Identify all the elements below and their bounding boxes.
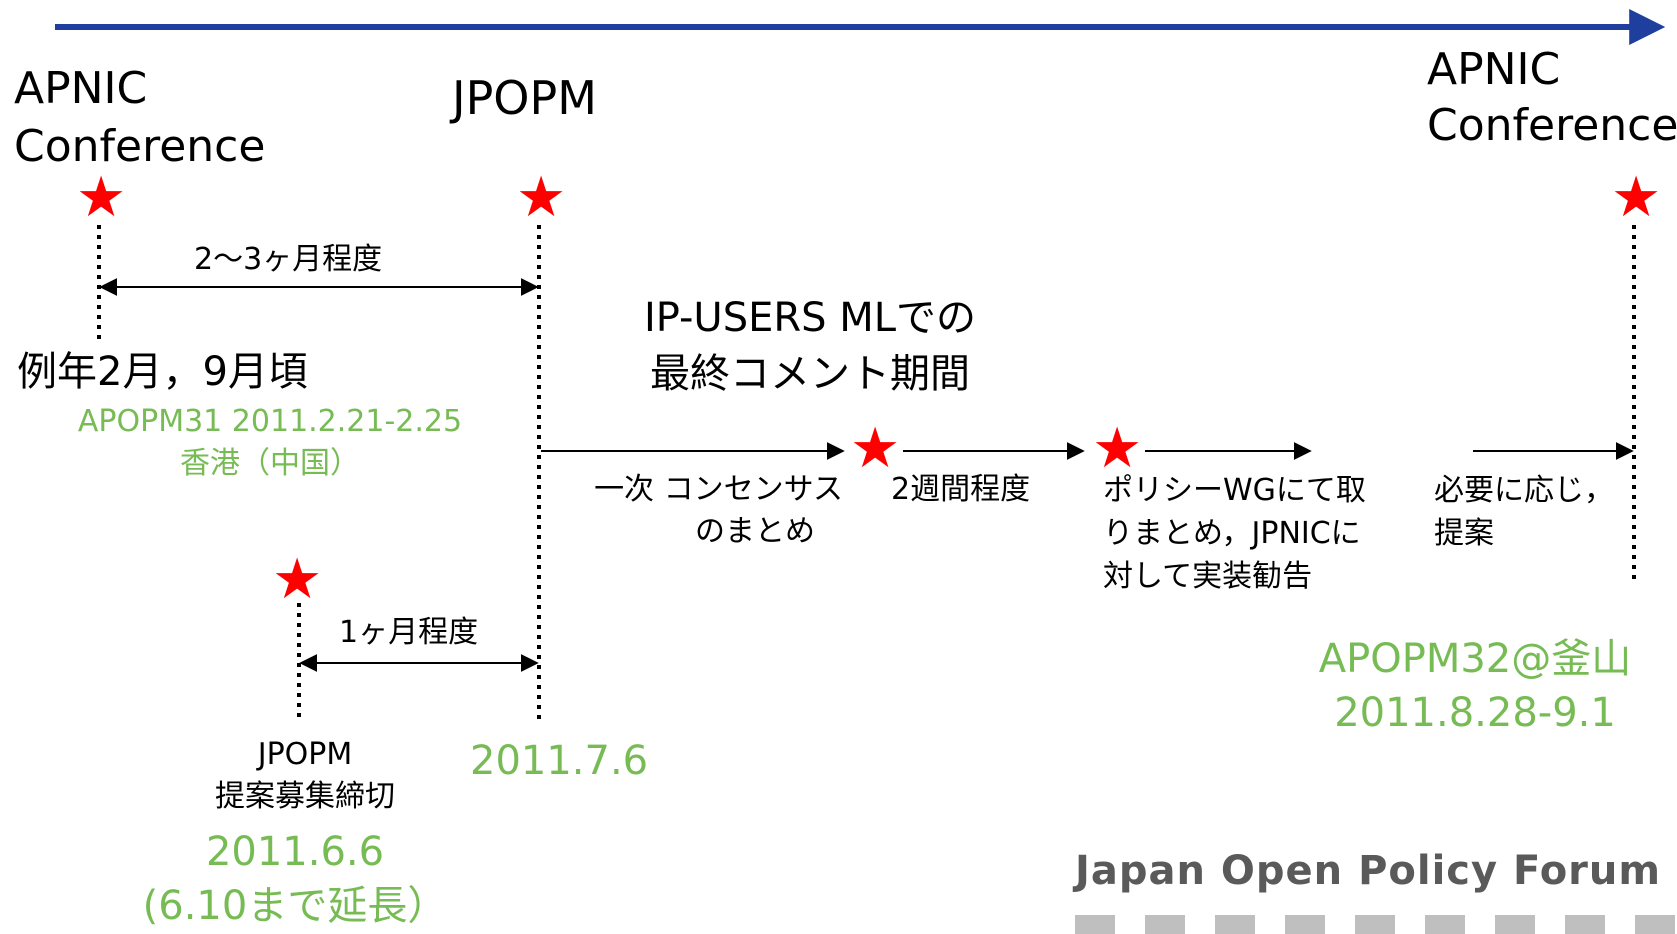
apnic-right-line1: APNIC	[1427, 44, 1561, 95]
step-proposal-line2: 提案	[1434, 516, 1494, 551]
step-policy-wg-line3: 対して実装勧告	[1103, 559, 1313, 594]
deadline-date: 2011.6.6 (6.10まで延長）	[130, 825, 460, 933]
star-icon: ★	[76, 165, 127, 230]
step-policy-wg-line2: りまとめ，JPNICに	[1103, 516, 1361, 551]
step-two-weeks-label: 2週間程度	[891, 472, 1031, 507]
deadline-line1: JPOPM	[257, 737, 353, 772]
apopm31-info: APOPM31 2011.2.21-2.25 香港（中国）	[55, 401, 485, 485]
apnic-left-line2: Conference	[14, 121, 266, 172]
apnic-right-line2: Conference	[1427, 100, 1677, 151]
span-2-3-months-label: 2～3ヶ月程度	[194, 242, 383, 277]
jpopm-title: JPOPM	[452, 71, 597, 125]
apnic-conference-right-label: APNIC Conference	[1427, 42, 1677, 154]
star-icon: ★	[1611, 165, 1662, 230]
star-icon: ★	[1092, 416, 1143, 481]
logo-decoration	[1075, 915, 1677, 934]
apopm31-dates: APOPM31 2011.2.21-2.25	[77, 404, 463, 439]
apopm31-location: 香港（中国）	[180, 446, 360, 481]
japan-open-policy-forum-logo: Japan Open Policy Forum	[1075, 848, 1662, 894]
step-consensus-line1: 一次 コンセンサス	[594, 472, 843, 507]
span-1-month-label: 1ヶ月程度	[339, 615, 479, 650]
ml-period-line2: 最終コメント期間	[650, 351, 970, 397]
proposal-deadline-label: JPOPM 提案募集締切	[180, 734, 430, 818]
apopm32-info: APOPM32@釜山 2011.8.28-9.1	[1280, 632, 1670, 740]
usual-months-label: 例年2月，9月頃	[17, 349, 308, 395]
star-icon: ★	[850, 416, 901, 481]
step-policy-wg-label: ポリシーWGにて取 りまとめ，JPNICに 対して実装勧告	[1103, 469, 1366, 598]
deadline-date-line2: (6.10まで延長）	[142, 883, 448, 929]
ml-period-line1: IP-USERS MLでの	[643, 295, 977, 341]
apopm32-dates: 2011.8.28-9.1	[1334, 690, 1616, 736]
step-proposal-line1: 必要に応じ，	[1434, 473, 1614, 508]
apnic-conference-left-label: APNIC Conference	[14, 60, 265, 176]
step-consensus-line2: のまとめ	[695, 514, 815, 549]
star-icon: ★	[272, 547, 323, 612]
apnic-left-line1: APNIC	[14, 63, 148, 114]
apopm32-location: APOPM32@釜山	[1318, 636, 1632, 682]
step-policy-wg-line1: ポリシーWGにて取	[1103, 473, 1366, 508]
step-proposal-label: 必要に応じ， 提案	[1434, 469, 1614, 555]
deadline-line2: 提案募集締切	[215, 779, 395, 814]
deadline-date-line1: 2011.6.6	[205, 829, 385, 875]
star-icon: ★	[516, 165, 567, 230]
ml-comment-period-label: IP-USERS MLでの 最終コメント期間	[580, 290, 1040, 402]
step-consensus-label: 一次 コンセンサス のまとめ	[558, 469, 843, 553]
jpopm-date: 2011.7.6	[470, 738, 649, 784]
